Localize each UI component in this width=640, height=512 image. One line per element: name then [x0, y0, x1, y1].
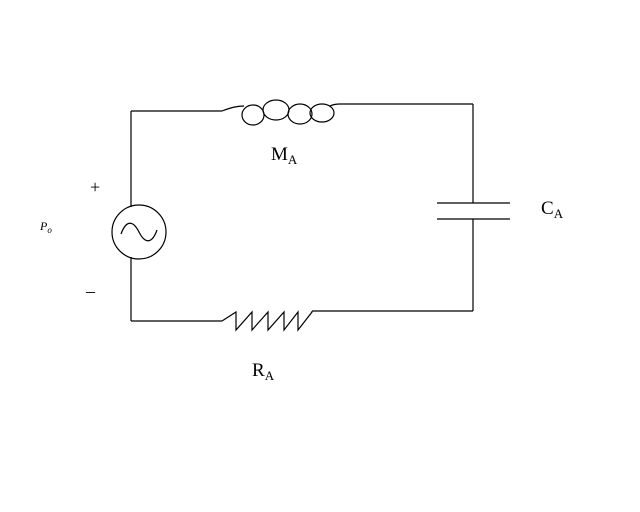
coil-lead-in [221, 105, 245, 112]
coil-lead-out [329, 103, 341, 107]
wires [130, 103, 474, 322]
inductor-label-sub: A [288, 152, 298, 167]
source-label-sub: o [47, 225, 52, 235]
source-label-main: P [39, 219, 48, 233]
resistor-label-main: R [252, 360, 265, 381]
source-label: Po [39, 219, 52, 235]
coil-loop-3 [287, 103, 313, 125]
capacitor [437, 202, 510, 220]
inductor-coil [221, 99, 341, 126]
source-plus-sign: + [90, 177, 100, 197]
capacitor-label-main: C [541, 198, 554, 219]
coil-loop-4 [309, 103, 335, 123]
source-minus-sign: – [85, 281, 96, 301]
capacitor-label: CA [541, 198, 564, 221]
ac-source [111, 204, 167, 260]
inductor-label-main: M [271, 144, 288, 165]
coil-loop-2 [262, 99, 290, 121]
sine-wave-icon [120, 222, 158, 242]
resistor-zigzag [221, 310, 313, 332]
resistor-label-sub: A [265, 368, 275, 383]
ac-source-circle [111, 204, 167, 260]
resistor [221, 310, 313, 332]
coil-loop-1 [241, 104, 265, 126]
resistor-label: RA [252, 360, 275, 383]
capacitor-label-sub: A [554, 206, 564, 221]
inductor-label: MA [271, 144, 298, 167]
